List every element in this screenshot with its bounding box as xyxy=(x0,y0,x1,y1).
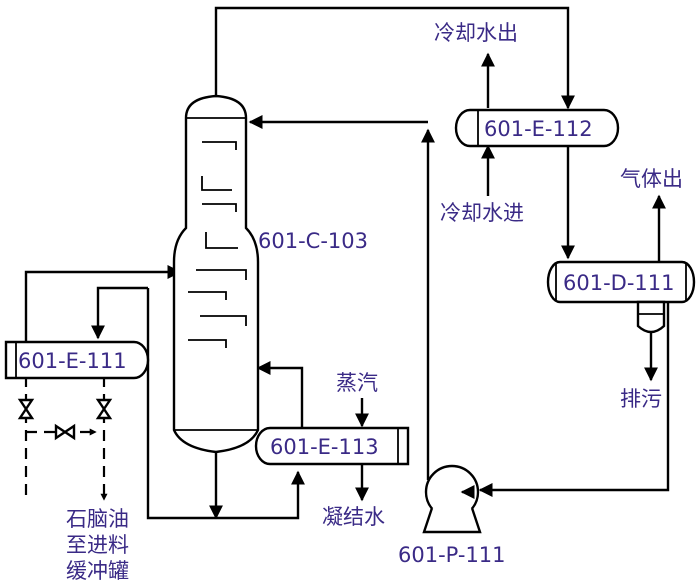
cooling-water-in-label: 冷却水进 xyxy=(440,201,524,225)
condenser-tag: 601-E-112 xyxy=(484,117,593,141)
reflux-pump[interactable] xyxy=(422,464,482,534)
exchanger-top-loop-line xyxy=(91,286,148,340)
drum-to-pump-line xyxy=(478,300,670,497)
condenser-exchanger[interactable] xyxy=(454,108,620,148)
reboiler-exchanger[interactable] xyxy=(254,426,410,466)
reboiler-tag: 601-E-113 xyxy=(270,435,379,459)
pump-tag: 601-P-111 xyxy=(398,543,506,567)
valve-right[interactable] xyxy=(95,398,113,420)
feed-exchanger-tag: 601-E-111 xyxy=(18,349,127,373)
bottoms-header-line xyxy=(146,288,305,520)
reflux-drum[interactable] xyxy=(546,260,696,334)
valve-bypass[interactable] xyxy=(54,423,76,441)
cooling-water-out-label: 冷却水出 xyxy=(434,21,518,45)
condensate-label: 凝结水 xyxy=(322,505,385,529)
feed-exchanger[interactable] xyxy=(4,340,150,380)
steam-label: 蒸汽 xyxy=(336,371,378,395)
drum-tag: 601-D-111 xyxy=(563,271,675,295)
reboiler-return-line xyxy=(256,361,304,428)
column-tag: 601-C-103 xyxy=(258,229,368,253)
naphtha-label-line3: 缓冲罐 xyxy=(66,559,129,583)
gas-out-label: 气体出 xyxy=(620,167,683,191)
drain-label: 排污 xyxy=(620,387,662,411)
valve-left[interactable] xyxy=(17,398,35,420)
naphtha-label-line2: 至进料 xyxy=(66,533,129,557)
naphtha-label-line1: 石脑油 xyxy=(66,507,129,531)
distillation-column[interactable] xyxy=(172,94,260,454)
feed-to-column-line xyxy=(24,265,182,342)
overhead-vapor-line xyxy=(214,6,575,110)
